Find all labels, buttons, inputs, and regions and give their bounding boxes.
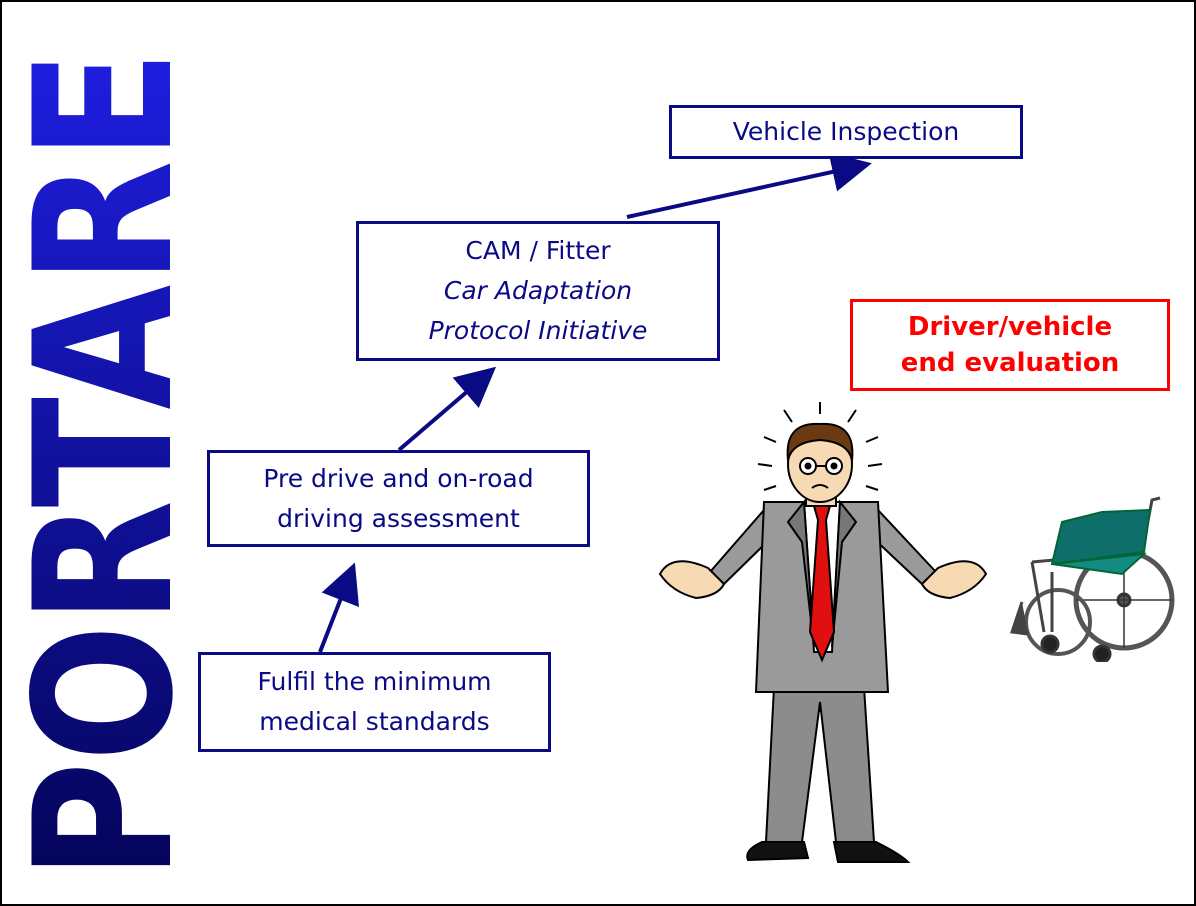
arrow-cam-to-vehicle	[626, 152, 872, 219]
arrow-predrive-to-cam	[397, 366, 497, 452]
evaluation-line1: Driver/vehicle	[907, 312, 1113, 342]
medical-standards-box: Fulfil the minimum medical standards	[198, 652, 551, 752]
end-evaluation-box: Driver/vehicle end evaluation	[850, 299, 1170, 391]
pre-drive-line1: Pre drive and on-road	[263, 463, 534, 493]
medical-line2: medical standards	[259, 707, 490, 736]
pre-drive-box: Pre drive and on-road driving assessment	[207, 450, 590, 547]
confused-man-illustration	[658, 402, 988, 863]
portare-logo: PORTARE	[10, 50, 190, 880]
evaluation-line2: end evaluation	[900, 348, 1120, 378]
cam-fitter-title: CAM / Fitter	[465, 236, 611, 265]
vehicle-inspection-box: Vehicle Inspection	[669, 105, 1023, 159]
pre-drive-line2: driving assessment	[277, 503, 520, 533]
cam-fitter-box: CAM / Fitter Car Adaptation Protocol Ini…	[356, 221, 720, 361]
cam-fitter-line3: Protocol Initiative	[428, 316, 648, 345]
wheelchair-illustration	[1009, 496, 1175, 662]
portare-logo-text: PORTARE	[10, 50, 190, 880]
arrow-medical-to-predrive	[318, 562, 359, 653]
cam-fitter-line2: Car Adaptation	[443, 276, 633, 305]
medical-line1: Fulfil the minimum	[257, 667, 492, 696]
vehicle-inspection-label: Vehicle Inspection	[732, 117, 960, 146]
